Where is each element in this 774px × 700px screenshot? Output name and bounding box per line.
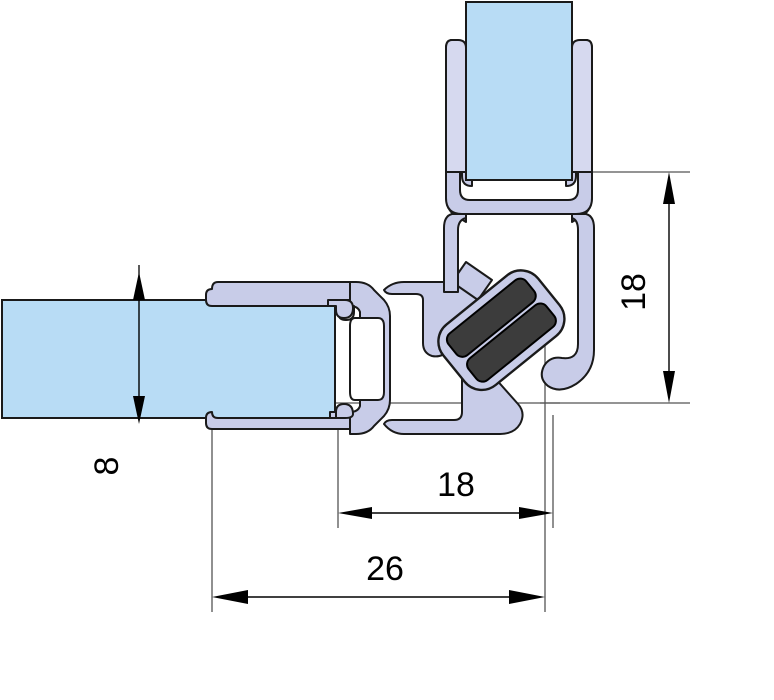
dim-8-label: 8 — [88, 457, 126, 476]
magnet-lower-strip — [466, 302, 557, 383]
profile-v-wall-overlay — [445, 39, 593, 173]
dim-8-arrow-top — [133, 272, 145, 300]
profile-v-left-arm — [443, 213, 467, 293]
dimension-vertical-profile-height: 18 — [615, 172, 675, 403]
glass-horizontal-body — [1, 299, 336, 419]
dimension-glass-thickness: 8 — [88, 272, 145, 475]
dim-26-arrow-left — [212, 590, 248, 604]
profile-h-rib-upper — [327, 299, 354, 319]
profile-v-right-wall-front — [571, 39, 593, 173]
profile-v-right-arm — [540, 213, 595, 391]
dim-26-label: 26 — [366, 550, 404, 588]
dim-26-arrow-right — [509, 590, 545, 604]
housing-neck — [451, 261, 493, 301]
profile-h-chamber-void — [349, 317, 385, 401]
magnet-upper-strip — [445, 277, 537, 358]
dimension-inner-width: 18 — [338, 466, 553, 519]
dim-8-arrow-bottom — [133, 396, 145, 424]
horizontal-glass-panel — [1, 299, 336, 419]
profile-h-rib-lower — [327, 403, 354, 419]
glass-vertical-body — [465, 1, 573, 181]
dim-18h-arrow-right — [519, 507, 553, 519]
magnet-carrier — [437, 269, 566, 392]
dim-18h-arrow-left — [338, 507, 372, 519]
dim-18v-arrow-top — [663, 172, 675, 204]
dim-18h-label: 18 — [437, 466, 475, 504]
dim-18v-arrow-bottom — [663, 371, 675, 403]
extension-lines — [138, 171, 690, 612]
vertical-glass-panel — [465, 1, 573, 181]
profile-v-left-wall-front — [445, 39, 467, 173]
horizontal-seal-profile — [205, 281, 391, 435]
dim-18v-label: 18 — [615, 273, 653, 311]
dimension-overall-width: 26 — [212, 550, 545, 604]
